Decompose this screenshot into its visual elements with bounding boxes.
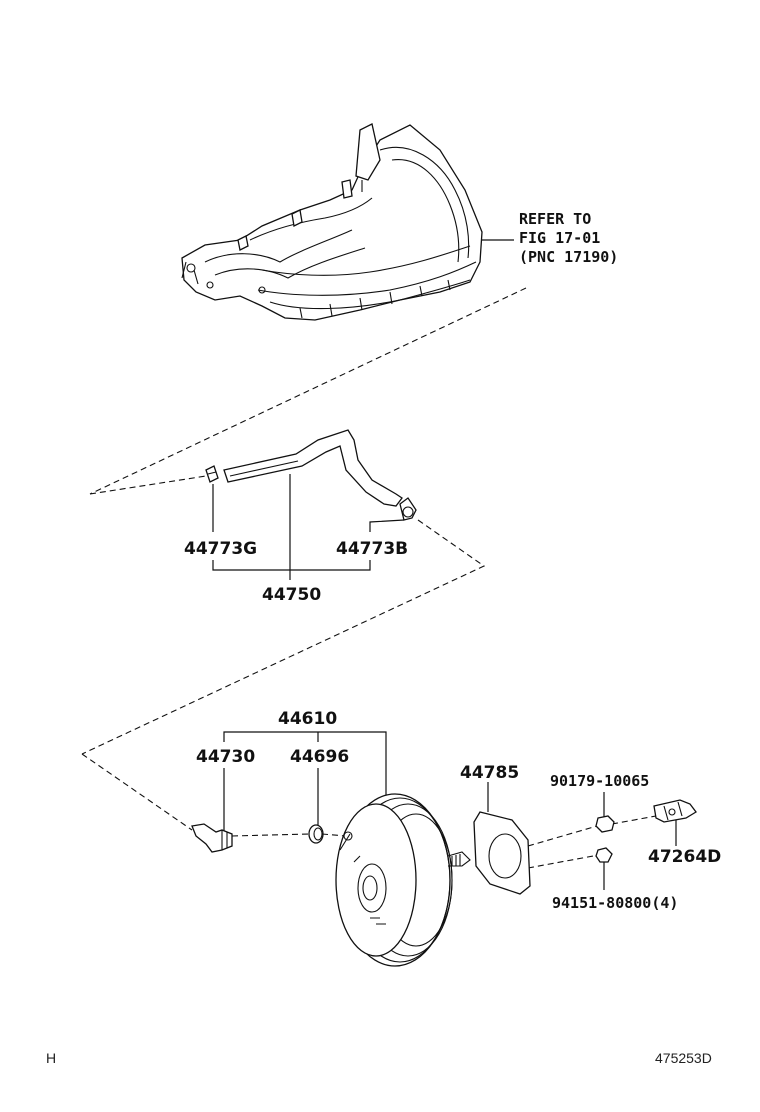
refer-line-3: (PNC 17190) [519, 248, 618, 266]
dashed-connection-lines [81, 287, 657, 869]
brake-booster-illustration [335, 793, 471, 967]
clevis-illustration [653, 799, 697, 823]
label-44773B: 44773B [336, 539, 408, 559]
nut-90179-illustration [595, 815, 615, 833]
refer-line-1: REFER TO [519, 210, 591, 228]
refer-to-note: REFER TO FIG 17-01 (PNC 17190) [519, 210, 618, 266]
label-44773G: 44773G [184, 539, 257, 559]
gasket-illustration [473, 811, 531, 895]
label-44785: 44785 [460, 763, 519, 783]
diagram-id: 475253D [655, 1050, 712, 1066]
nut-94151-illustration [595, 847, 613, 863]
label-90179-10065: 90179-10065 [550, 772, 649, 790]
refer-line-2: FIG 17-01 [519, 229, 600, 247]
label-44610: 44610 [278, 709, 337, 729]
check-valve-illustration [191, 823, 233, 853]
label-44696: 44696 [290, 747, 349, 767]
hose-leader-lines [212, 474, 405, 580]
label-94151-80800: 94151-80800(4) [552, 894, 678, 912]
footer-left-mark: H [46, 1050, 56, 1066]
label-44750: 44750 [262, 585, 321, 605]
label-47264D: 47264D [648, 847, 721, 867]
grommet-illustration [308, 824, 324, 844]
intake-manifold-illustration [181, 123, 514, 321]
label-44730: 44730 [196, 747, 255, 767]
vacuum-hose-illustration [205, 429, 417, 521]
booster-leader-lines [223, 731, 677, 890]
